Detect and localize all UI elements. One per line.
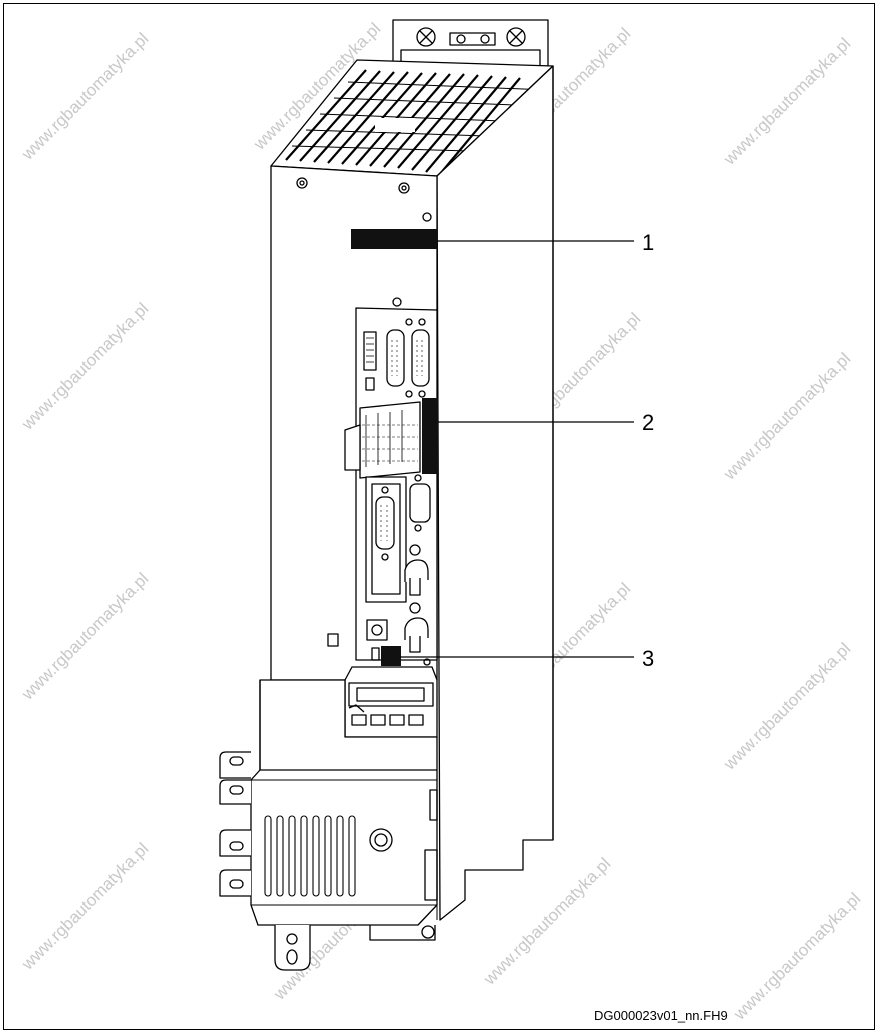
mounting-tab (219, 779, 251, 805)
mounting-tab (219, 869, 251, 897)
screw-icon (506, 27, 526, 47)
serial-number-label (381, 646, 401, 666)
figure-frame (3, 3, 875, 1030)
screw-icon (296, 177, 308, 189)
reset-button (366, 619, 388, 641)
type-plate-label (351, 229, 437, 249)
fiber-connector-icon (404, 602, 429, 653)
top-mounting-bracket (392, 19, 549, 69)
fiber-connector-icon (404, 544, 429, 596)
mounting-tab (219, 751, 251, 779)
callout-label-2: 2 (642, 410, 655, 435)
screw-icon (422, 212, 432, 222)
control-section-label (422, 398, 438, 474)
bottom-mounting-foot (274, 925, 436, 971)
figure-id: DG000023v01_nn.FH9 (594, 1008, 728, 1023)
callout-label-1: 1 (642, 230, 655, 255)
screw-icon (416, 27, 436, 47)
screw-icon (398, 182, 410, 194)
terminal-blocks (344, 401, 421, 479)
housing-side-face (436, 65, 554, 921)
operator-panel (344, 666, 438, 738)
terminal-cover (250, 679, 438, 926)
callout-label-3: 3 (642, 646, 655, 671)
option-slot (365, 474, 431, 603)
mounting-tab (219, 829, 251, 857)
